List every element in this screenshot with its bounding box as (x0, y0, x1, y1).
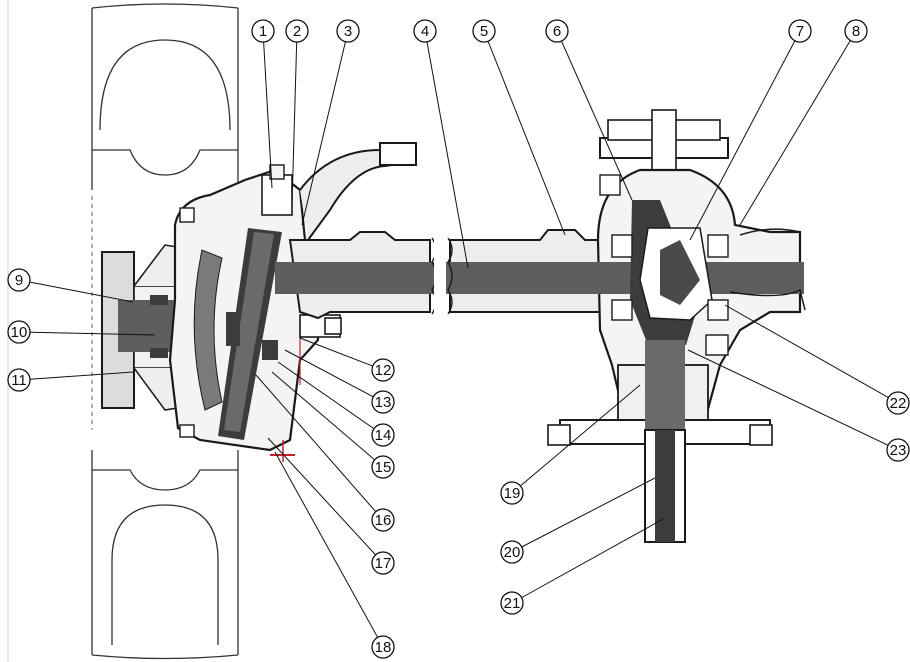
callout-circle (7, 268, 31, 292)
leader-line-7 (689, 30, 801, 241)
leader-line-14 (277, 361, 384, 436)
callout-9: 9 (7, 268, 31, 292)
callout-circle (788, 19, 812, 43)
leader-line-15 (271, 371, 384, 468)
callout-number: 23 (890, 442, 907, 459)
leader-line-20 (511, 477, 656, 553)
callout-number: 4 (421, 23, 429, 40)
differential-housing (547, 109, 806, 543)
callout-circle (7, 368, 31, 392)
callout-number: 3 (344, 23, 352, 40)
callout-number: 14 (375, 427, 392, 444)
callout-circle (371, 455, 395, 479)
callout-number: 18 (375, 639, 392, 656)
callout-18: 18 (371, 635, 395, 659)
leader-line-6 (556, 30, 633, 201)
callout-circle (371, 551, 395, 575)
callout-number: 12 (375, 362, 392, 379)
callout-1: 1 (251, 19, 275, 43)
callout-10: 10 (7, 320, 31, 344)
leader-line-18 (274, 451, 384, 648)
callout-circle (371, 423, 395, 447)
leader-line-21 (511, 517, 666, 604)
callout-5: 5 (472, 19, 496, 43)
callout-circle (472, 19, 496, 43)
callout-13: 13 (371, 390, 395, 414)
callout-number: 21 (504, 595, 521, 612)
callout-number: 10 (11, 324, 28, 341)
callout-6: 6 (545, 19, 569, 43)
callout-circle (886, 438, 910, 462)
leader-line-8 (739, 30, 857, 226)
leader-line-17 (267, 437, 384, 564)
callout-circle (844, 19, 868, 43)
callout-circle (371, 635, 395, 659)
leader-line-5 (483, 30, 566, 236)
callout-number: 7 (796, 23, 804, 40)
callout-11: 11 (7, 368, 31, 392)
callout-21: 21 (500, 591, 524, 615)
leader-line-10 (18, 331, 156, 336)
leader-line-12 (299, 337, 384, 371)
callout-23: 23 (886, 438, 910, 462)
callout-number: 17 (375, 555, 392, 572)
callout-number: 8 (852, 23, 860, 40)
callout-16: 16 (371, 508, 395, 532)
callout-number: 1 (259, 23, 267, 40)
leader-line-2 (291, 30, 298, 206)
callout-number: 20 (504, 544, 521, 561)
axle-tube (275, 229, 603, 320)
callout-number: 11 (11, 372, 27, 389)
callout-number: 9 (15, 272, 23, 289)
leader-line-11 (18, 371, 134, 381)
callout-number: 22 (890, 395, 907, 412)
callout-circle (545, 19, 569, 43)
callout-2: 2 (285, 19, 309, 43)
callout-19: 19 (500, 481, 524, 505)
callout-circle (886, 391, 910, 415)
callout-circle (371, 358, 395, 382)
callout-circle (371, 508, 395, 532)
callout-8: 8 (844, 19, 868, 43)
callout-12: 12 (371, 358, 395, 382)
callout-22: 22 (886, 391, 910, 415)
callout-14: 14 (371, 423, 395, 447)
leader-line-1 (262, 30, 273, 189)
leader-lines (18, 30, 899, 648)
callout-number: 6 (553, 23, 561, 40)
callout-number: 2 (293, 23, 301, 40)
callout-circle (500, 591, 524, 615)
callout-4: 4 (413, 19, 437, 43)
callout-circle (336, 19, 360, 43)
leader-line-13 (284, 349, 384, 403)
callout-number: 5 (480, 23, 488, 40)
callout-15: 15 (371, 455, 395, 479)
callout-17: 17 (371, 551, 395, 575)
leader-line-16 (255, 374, 384, 521)
callout-circle (285, 19, 309, 43)
callout-circle (371, 390, 395, 414)
callout-circle (251, 19, 275, 43)
callout-3: 3 (336, 19, 360, 43)
leader-line-23 (687, 349, 899, 451)
leader-line-4 (424, 30, 469, 269)
callout-circle (413, 19, 437, 43)
callout-number: 15 (375, 459, 392, 476)
callout-20: 20 (500, 540, 524, 564)
leader-line-3 (301, 30, 349, 226)
leader-line-19 (511, 384, 641, 494)
callout-circle (7, 320, 31, 344)
callout-circle (500, 540, 524, 564)
callout-number: 13 (375, 394, 392, 411)
leader-line-22 (724, 304, 899, 404)
callout-number: 19 (504, 485, 521, 502)
callout-number: 16 (375, 512, 392, 529)
leader-line-9 (18, 279, 134, 303)
callout-circle (500, 481, 524, 505)
callout-7: 7 (788, 19, 812, 43)
